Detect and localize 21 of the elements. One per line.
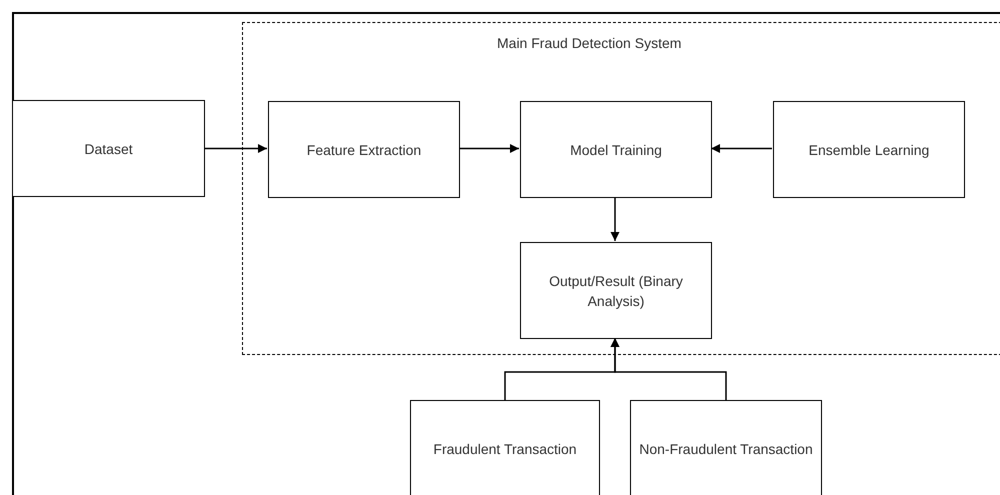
box-label: Fraudulent Transaction (433, 440, 577, 459)
process-box (410, 400, 600, 495)
group-title: Main Fraud Detection System (497, 34, 682, 53)
process-box (268, 101, 460, 198)
system-group (242, 22, 1000, 355)
process-box (12, 100, 205, 197)
box-label: Non-Fraudulent Transaction (639, 440, 813, 459)
arrow (711, 144, 772, 153)
box-label: Model Training (570, 140, 662, 160)
box-label: Dataset (84, 140, 133, 158)
arrow (610, 197, 620, 241)
box-label: Output/Result (Binary Analysis) (548, 272, 684, 310)
process-box (520, 101, 712, 198)
arrow (610, 338, 727, 400)
box-label: Feature Extraction (306, 140, 422, 160)
arrow (205, 144, 267, 153)
box-label: Ensemble Learning (808, 140, 930, 160)
arrow (459, 144, 519, 153)
process-box (520, 242, 712, 339)
process-box (630, 400, 822, 495)
process-box (773, 101, 965, 198)
